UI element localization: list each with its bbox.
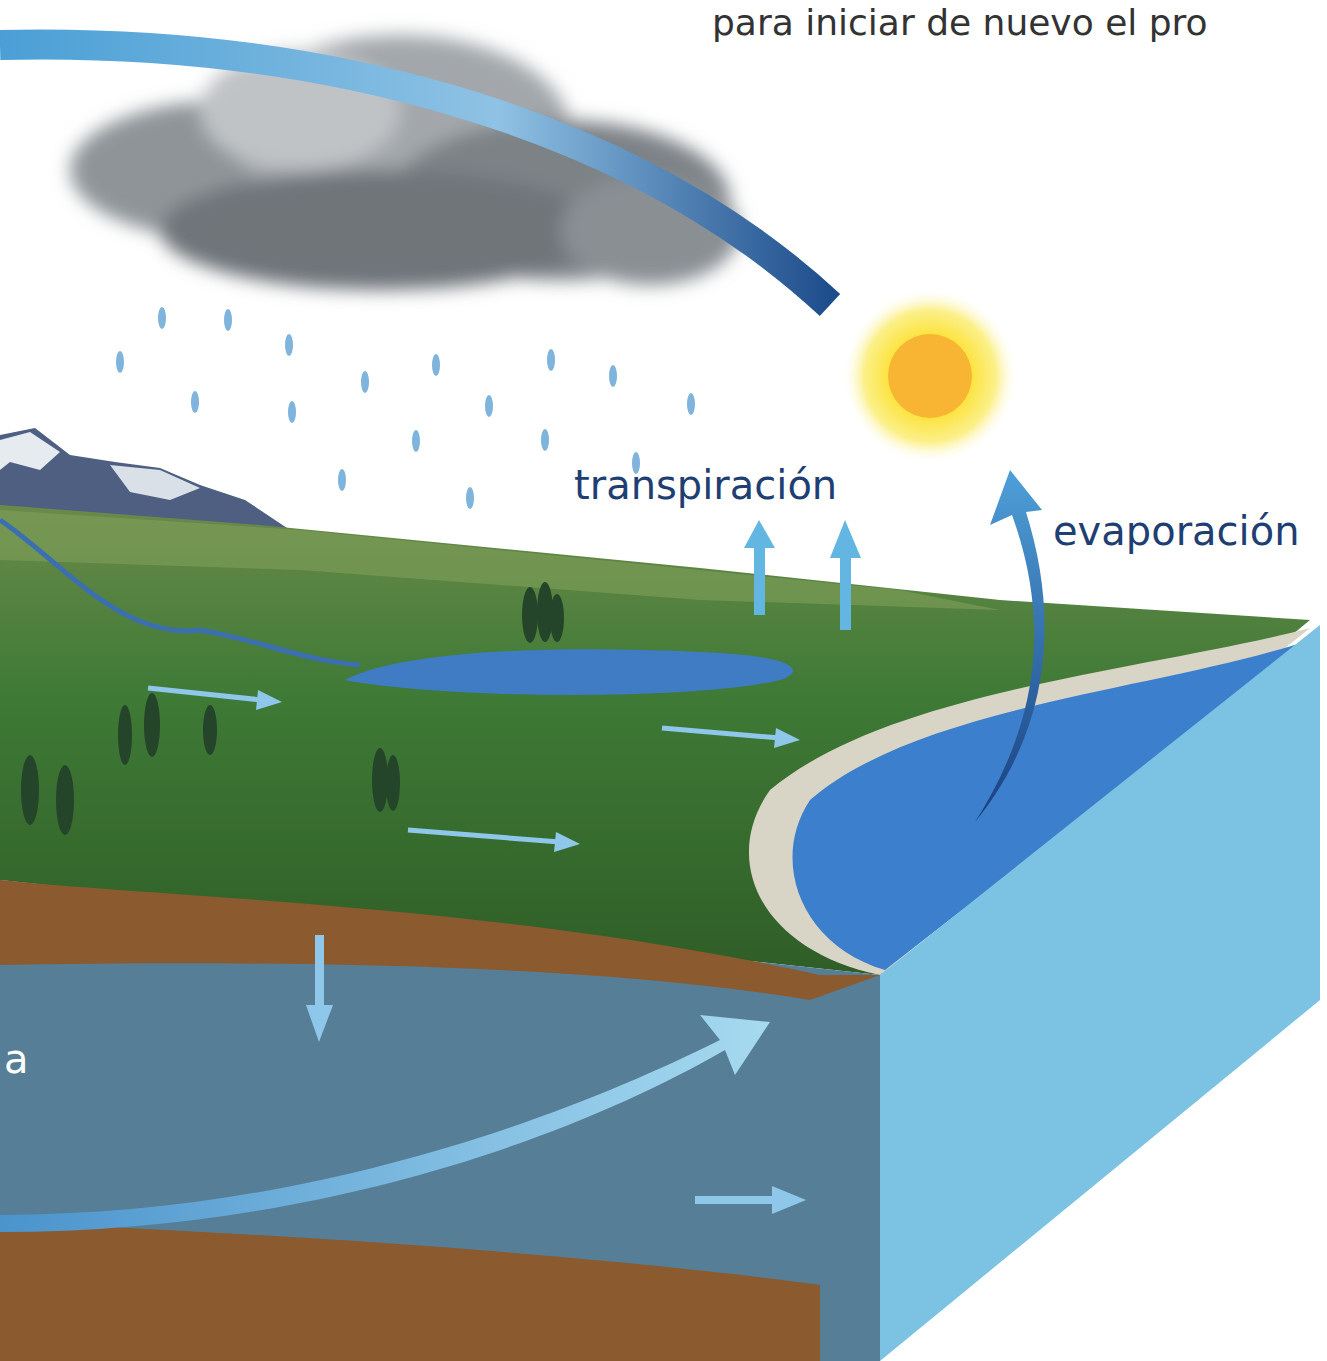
- cut-caption: para iniciar de nuevo el pro: [712, 2, 1208, 43]
- evaporation-arrow: [975, 470, 1045, 822]
- lake: [345, 649, 793, 695]
- transpiration-arrows: [744, 520, 861, 630]
- trees: [21, 582, 564, 835]
- process-label: transpiración: [574, 462, 837, 508]
- sea-block: [880, 625, 1320, 1361]
- soil-layer: [0, 880, 880, 1000]
- groundwater-flow: [0, 1015, 770, 1232]
- runoff-arrows: [148, 688, 800, 852]
- aquifer: [0, 880, 880, 1361]
- bedrock-layer: [0, 1222, 820, 1361]
- sun-glow: [842, 288, 1018, 464]
- process-label: evaporación: [1053, 508, 1300, 554]
- cycle-arc: [0, 45, 830, 305]
- infiltration-arrow: [306, 935, 333, 1042]
- layer-label: a: [4, 1036, 29, 1082]
- sun: [888, 334, 972, 418]
- flow-arrow: [695, 1186, 806, 1214]
